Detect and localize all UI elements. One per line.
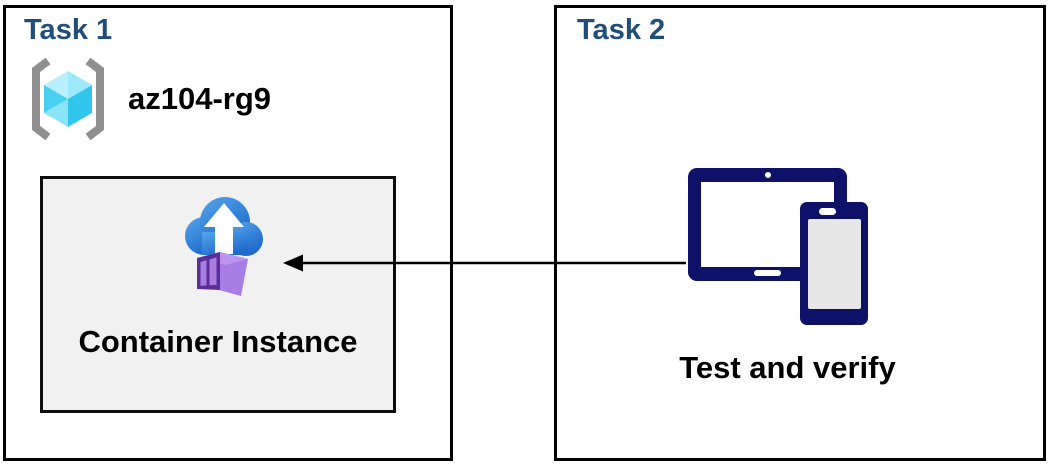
bracket-right [85, 57, 104, 141]
cube-glyph [44, 71, 92, 127]
resource-group-name: az104-rg9 [128, 81, 272, 116]
phone-glyph [800, 202, 868, 325]
tablet-phone-icon [688, 168, 868, 325]
container-box-glyph [197, 252, 248, 296]
task2-title: Task 2 [577, 14, 666, 46]
upload-arrow-icon [204, 203, 244, 254]
test-and-verify-label: Test and verify [679, 350, 896, 385]
container-instance-icon [185, 197, 263, 296]
resource-group-icon [32, 57, 104, 141]
container-instance-label: Container Instance [78, 324, 358, 359]
bracket-left [32, 57, 51, 141]
task1-title: Task 1 [24, 14, 113, 46]
